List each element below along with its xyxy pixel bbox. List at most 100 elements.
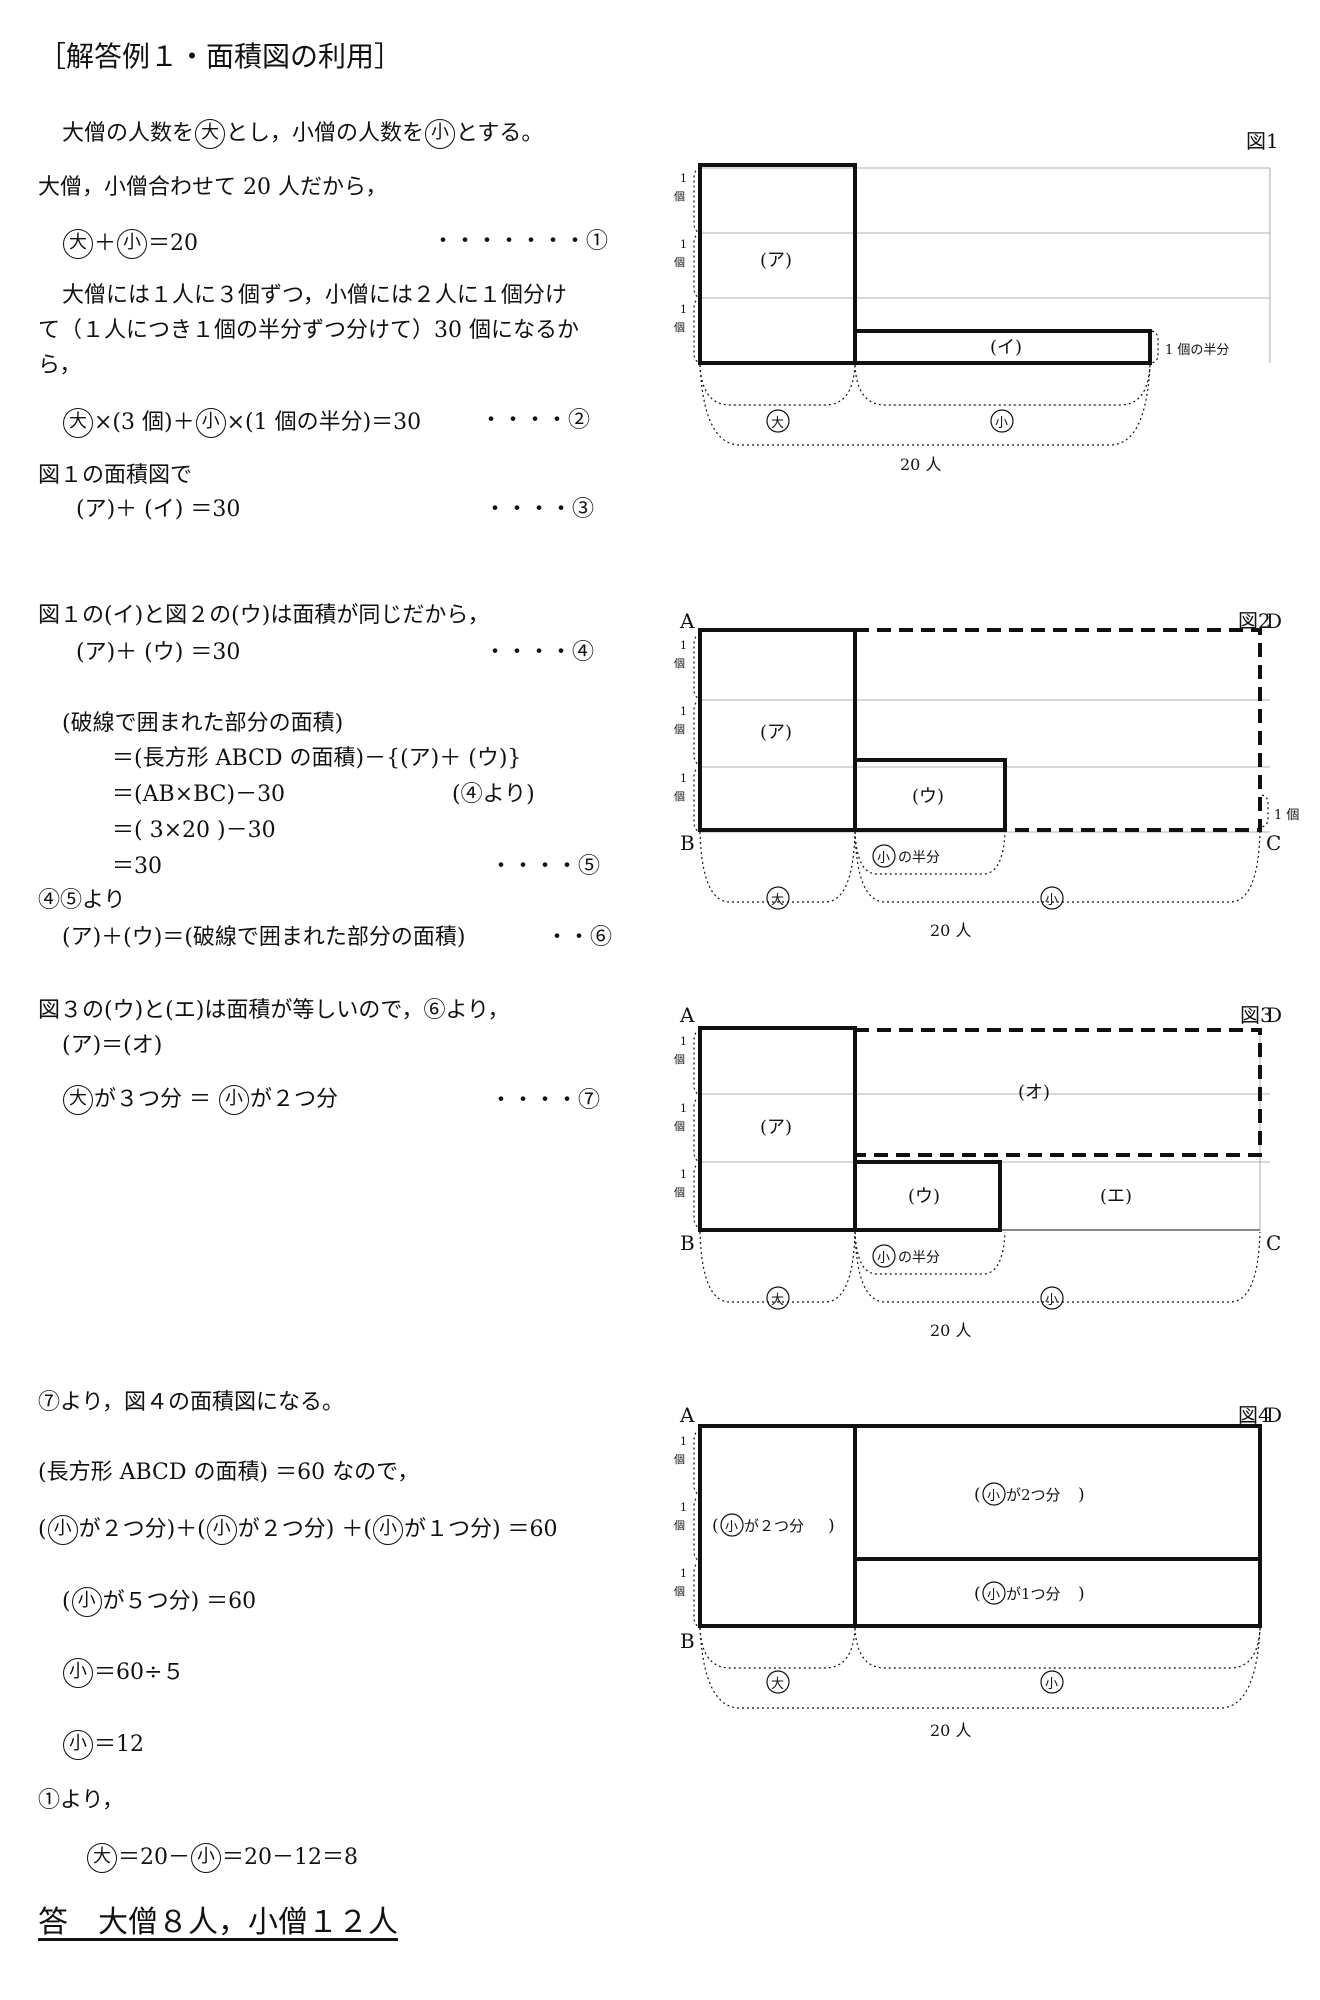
svg-text:(ウ): (ウ) (908, 1186, 940, 1207)
svg-text:1: 1 (680, 1567, 687, 1580)
p4-line3: (小が２つ分)＋(小が２つ分) ＋(小が１つ分) ＝60 (38, 1515, 558, 1545)
svg-text:1: 1 (680, 238, 687, 251)
svg-text:1: 1 (680, 1435, 687, 1448)
svg-text:が1つ分: が1つ分 (1006, 1585, 1061, 1603)
p2-line9: (ア)＋(ウ)＝(破線で囲まれた部分の面積) (62, 925, 466, 950)
p1-eq1-num: ・・・・・・・① (432, 229, 609, 254)
svg-text:の半分: の半分 (898, 850, 940, 866)
svg-text:(ア): (ア) (760, 1117, 792, 1138)
svg-text:A: A (679, 1403, 695, 1427)
svg-text:が２つ分: が２つ分 (744, 1517, 804, 1535)
svg-text:が2つ分: が2つ分 (1006, 1486, 1061, 1504)
svg-text:個: 個 (674, 790, 685, 803)
p1-line8: 図１の面積図で (38, 463, 193, 488)
p3-line3-num: ・・・・⑦ (490, 1088, 601, 1113)
svg-text:図4: 図4 (1238, 1403, 1271, 1427)
p1-line2: 大僧，小僧合わせて 20 人だから， (38, 175, 388, 200)
svg-text:個: 個 (674, 1453, 685, 1466)
svg-text:個: 個 (674, 1053, 685, 1066)
svg-text:): ) (1078, 1584, 1085, 1604)
svg-text:小: 小 (877, 851, 890, 866)
svg-text:小: 小 (987, 1489, 1000, 1504)
svg-text:個: 個 (674, 723, 685, 736)
svg-text:(: ( (712, 1516, 719, 1536)
svg-text:1: 1 (680, 1102, 687, 1115)
svg-text:図2: 図2 (1238, 609, 1271, 633)
p1-line4: 大僧には１人に３個ずつ，小僧には２人に１個分け (62, 283, 567, 308)
p2-line3: (破線で囲まれた部分の面積) (62, 711, 344, 736)
svg-text:(エ): (エ) (1100, 1186, 1132, 1207)
p1-line9: (ア)＋ (イ) ＝30 (76, 497, 241, 522)
svg-text:1: 1 (680, 303, 687, 316)
p1-line1: 大僧の人数を大とし，小僧の人数を小とする。 (62, 119, 543, 149)
svg-text:個: 個 (674, 321, 685, 334)
svg-text:小: 小 (725, 1520, 738, 1535)
svg-text:A: A (679, 609, 695, 633)
svg-text:B: B (680, 1231, 695, 1255)
p2-line2: (ア)＋ (ウ) ＝30 (76, 640, 241, 665)
p2-line4: ＝(長方形 ABCD の面積)－{(ア)＋ (ウ)} (112, 746, 522, 771)
page-title: ［解答例１・面積図の利用］ (38, 40, 403, 73)
p4-line8: 大＝20－小＝20－12＝8 (86, 1843, 358, 1873)
svg-text:): ) (828, 1516, 835, 1536)
svg-text:小: 小 (1045, 1677, 1058, 1692)
svg-text:大: 大 (771, 893, 784, 908)
svg-text:A: A (679, 1003, 695, 1027)
p1-line9-num: ・・・・③ (484, 497, 595, 522)
svg-text:個: 個 (674, 190, 685, 203)
svg-text:D: D (1266, 1403, 1282, 1427)
svg-text:1: 1 (680, 1501, 687, 1514)
p2-line7-num: ・・・・⑤ (490, 854, 601, 879)
svg-text:1: 1 (680, 772, 687, 785)
svg-text:20 人: 20 人 (900, 455, 941, 474)
svg-text:個: 個 (674, 1186, 685, 1199)
svg-text:個: 個 (674, 1585, 685, 1598)
p4-line2: (長方形 ABCD の面積) ＝60 なので， (38, 1460, 420, 1485)
svg-text:C: C (1266, 1231, 1281, 1255)
svg-text:大: 大 (771, 1293, 784, 1308)
p4-line4: (小が５つ分) ＝60 (62, 1587, 256, 1617)
p1-line6: ら， (38, 353, 82, 378)
p2-line5: ＝(AB×BC)－30 (112, 782, 286, 807)
p2-line6: ＝( 3×20 )－30 (112, 818, 276, 843)
svg-text:大: 大 (771, 416, 784, 431)
p1-eq2: 大×(3 個)＋小×(1 個の半分)＝30 (62, 408, 421, 438)
svg-text:D: D (1266, 609, 1282, 633)
svg-text:個: 個 (674, 657, 685, 670)
svg-text:20 人: 20 人 (930, 1721, 971, 1740)
svg-text:小: 小 (877, 1251, 890, 1266)
svg-text:個: 個 (674, 1519, 685, 1532)
svg-text:D: D (1266, 1003, 1282, 1027)
svg-text:20 人: 20 人 (930, 1321, 971, 1340)
svg-text:20 人: 20 人 (930, 921, 971, 940)
p4-line5: 小＝60÷５ (62, 1658, 184, 1688)
p4-line1: ⑦より，図４の面積図になる。 (38, 1390, 345, 1415)
p1-eq1: 大＋小＝20 (62, 229, 198, 259)
svg-text:小: 小 (1045, 1293, 1058, 1308)
p3-line2: (ア)＝(オ) (62, 1033, 163, 1058)
svg-text:(ア): (ア) (760, 250, 792, 271)
p2-line1: 図１の(イ)と図２の(ウ)は面積が同じだから， (38, 603, 490, 628)
svg-text:1: 1 (680, 705, 687, 718)
p2-line5-note: (④より) (452, 782, 535, 807)
svg-text:(ウ): (ウ) (912, 786, 944, 807)
svg-text:1 個の半分: 1 個の半分 (1274, 808, 1300, 823)
svg-text:大: 大 (771, 1677, 784, 1692)
svg-text:C: C (1266, 831, 1281, 855)
svg-text:図1: 図1 (1246, 129, 1279, 153)
svg-text:個: 個 (674, 1120, 685, 1133)
p1-line5: て（１人につき１個の半分ずつ分けて）30 個になるか (38, 318, 579, 343)
p4-line7: ①より， (38, 1788, 125, 1813)
dai-circle: 大 (195, 119, 226, 149)
svg-text:B: B (680, 831, 695, 855)
p3-line1: 図３の(ウ)と(エ)は面積が等しいので，⑥より， (38, 998, 510, 1023)
p2-line8: ④⑤より (38, 888, 126, 913)
svg-text:(: ( (974, 1485, 981, 1505)
svg-text:1: 1 (680, 1035, 687, 1048)
svg-text:(イ): (イ) (990, 337, 1022, 358)
svg-text:1: 1 (680, 639, 687, 652)
svg-text:1: 1 (680, 1168, 687, 1181)
p2-line9-num: ・・⑥ (546, 925, 613, 950)
svg-text:小: 小 (987, 1588, 1000, 1603)
